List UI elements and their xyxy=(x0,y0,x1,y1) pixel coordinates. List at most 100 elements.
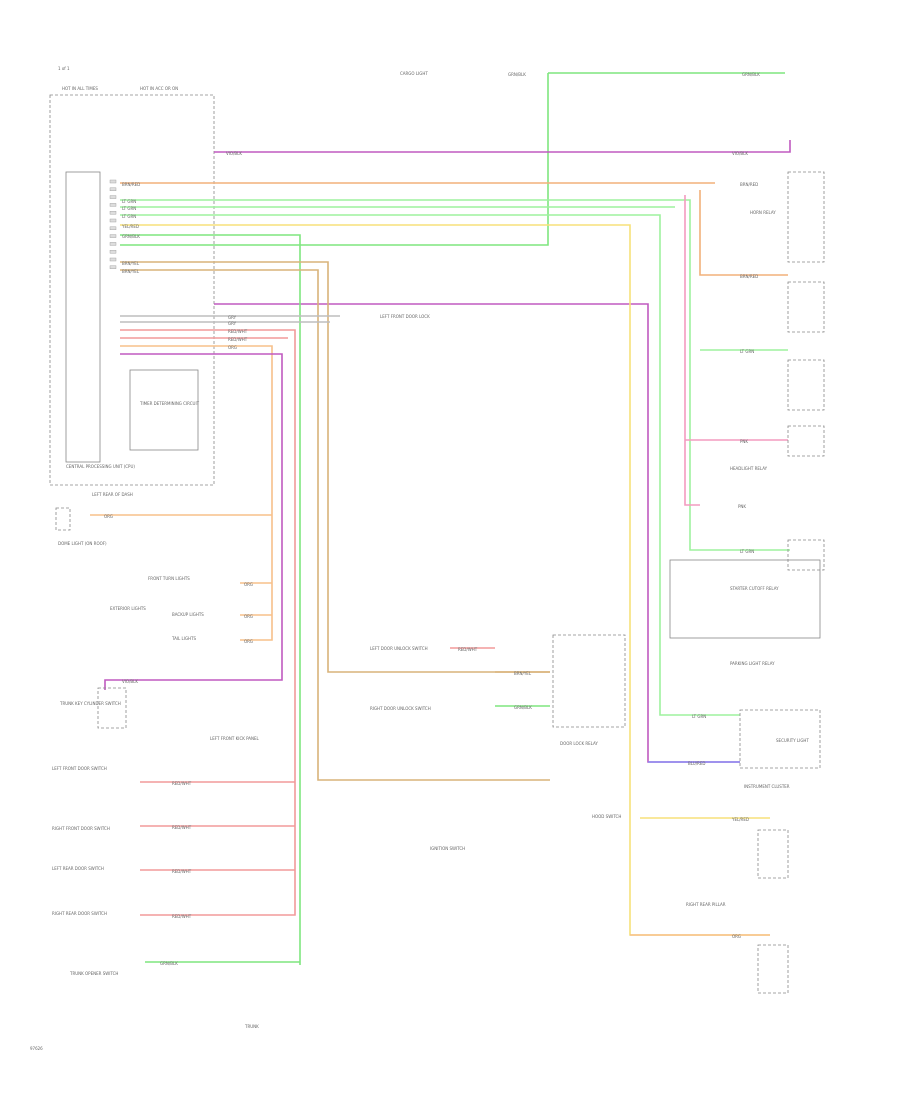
wire-w2-seg-3 xyxy=(214,303,740,763)
wire-label-11: BRN/YEL xyxy=(122,269,140,274)
ground-trunk-label: TRUNK xyxy=(244,1024,259,1029)
pin-mark xyxy=(109,265,117,269)
starter-cutoff-box xyxy=(669,559,821,639)
headlight-relay-label: HEADLIGHT RELAY xyxy=(730,466,768,471)
horn-relay-label: HORN RELAY xyxy=(750,210,776,215)
connector-pins xyxy=(109,179,117,269)
wire-w4-seg-7 xyxy=(120,214,740,716)
dome-light-box xyxy=(55,507,71,531)
wire-label-22: GRY xyxy=(228,321,237,326)
starter-cutoff-label: STARTER CUTOFF RELAY xyxy=(730,586,779,591)
wire-label-35: RED/WHT xyxy=(458,647,478,652)
wire-w6-seg-14 xyxy=(684,195,700,506)
wire-label-36: YEL/RED xyxy=(731,817,749,822)
parking-relay-label: PARKING LIGHT RELAY xyxy=(730,661,775,666)
timer-unit-box xyxy=(129,369,199,451)
wire-label-1: GRN/BLK xyxy=(742,72,760,77)
cpu-connector xyxy=(65,171,101,463)
wire-label-15: PNK xyxy=(740,439,748,444)
pin-mark xyxy=(109,187,117,192)
wire-label-26: ORG xyxy=(244,614,253,619)
wire-label-3: VIO/BLK xyxy=(732,151,748,156)
wire-label-10: BRN/YEL xyxy=(122,261,140,266)
wire-w10-seg-10 xyxy=(120,261,550,673)
wire-label-33: BRN/YEL xyxy=(514,671,532,676)
wire-w4-seg-5 xyxy=(120,199,790,551)
wire-label-20: ORG xyxy=(228,345,237,350)
pin-mark xyxy=(109,242,117,246)
security-light-label: SECURITY LIGHT xyxy=(776,738,809,743)
wire-label-12: BRN/RED xyxy=(740,182,758,187)
wire-label-24: ORG xyxy=(104,514,113,519)
cpu-top-label: HOT IN ALL TIMES xyxy=(62,86,98,91)
dome-light-label: DOME LIGHT (ON ROOF) xyxy=(58,541,107,546)
tail-label: TAIL LIGHTS xyxy=(171,636,197,641)
ignition-label: IGNITION SWITCH xyxy=(430,846,465,851)
wire-w1-seg-9 xyxy=(120,234,301,965)
pin-mark xyxy=(109,234,117,238)
wire-label-34: GRN/BLK xyxy=(514,705,532,710)
pin-mark xyxy=(109,195,117,199)
right-door-unlock-label: RIGHT DOOR UNLOCK SWITCH xyxy=(370,706,431,711)
wire-label-0: GRN/BLK xyxy=(508,72,526,77)
wire-label-27: ORG xyxy=(244,639,253,644)
rf-door-switch-label: RIGHT FRONT DOOR SWITCH xyxy=(52,826,110,831)
wire-w9-seg-18 xyxy=(120,345,273,641)
wire-label-7: LT GRN xyxy=(122,214,136,219)
trunk-key-label: TRUNK KEY CYLINDER SWITCH xyxy=(59,701,121,706)
wire-label-9: GRN/BLK xyxy=(122,234,140,239)
hood-switch-label: HOOD SWITCH xyxy=(592,814,621,819)
cargo-light-label: CARGO LIGHT xyxy=(400,71,428,76)
wire-w5-seg-8 xyxy=(120,224,770,936)
wire-w1-seg-1 xyxy=(120,73,549,246)
pin-mark xyxy=(109,257,117,262)
door-lock-relay-label: DOOR LOCK RELAY xyxy=(560,741,598,746)
timer-unit-label: TIMER DETERMINING CIRCUIT xyxy=(139,401,200,406)
wire-label-30: RED/WHT xyxy=(172,869,192,874)
instrument-cluster-label: INSTRUMENT CLUSTER xyxy=(744,784,790,789)
wire-label-28: RED/WHT xyxy=(172,781,192,786)
headlight-relay-box xyxy=(787,425,825,457)
exterior-lights-label: EXTERIOR LIGHTS xyxy=(110,606,146,611)
pin-mark xyxy=(109,179,117,184)
figure-code: 97626 xyxy=(30,1046,43,1051)
wire-label-31: RED/WHT xyxy=(172,914,192,919)
lr-door-switch-label: LEFT REAR DOOR SWITCH xyxy=(52,866,104,871)
lf-door-lock-label: LEFT FRONT DOOR LOCK xyxy=(380,314,430,319)
ground-lf-label: LEFT FRONT KICK PANEL xyxy=(210,736,260,741)
wire-label-19: RED/WHT xyxy=(228,337,248,342)
pin-mark xyxy=(109,218,117,223)
wire-label-39: LT GRN xyxy=(692,714,706,719)
wire-label-18: RED/WHT xyxy=(228,329,248,334)
wire-label-6: LT GRN xyxy=(122,206,136,211)
left-door-unlock-label: LEFT DOOR UNLOCK SWITCH xyxy=(370,646,428,651)
wire-label-38: ORG xyxy=(732,934,741,939)
pin-mark xyxy=(109,226,117,231)
trunk-key-switch xyxy=(97,687,127,729)
wire-label-8: YEL/RED xyxy=(121,224,139,229)
wire-layer: GRN/BLK GRN/BLK VIO/BLK VIO/BLK BRN/RED LT GR… xyxy=(90,72,791,966)
ground-rear-label: RIGHT REAR PILLAR xyxy=(686,902,726,907)
wire-label-4: BRN/RED xyxy=(122,182,140,187)
wire-w2-seg-2 xyxy=(214,140,791,153)
wire-label-32: GRN/BLK xyxy=(160,961,178,966)
rr-door-switch-label: RIGHT REAR DOOR SWITCH xyxy=(52,911,107,916)
wire-label-2: VIO/BLK xyxy=(226,151,242,156)
starter-relay-box xyxy=(787,539,825,571)
right-switch-1 xyxy=(757,829,789,879)
horn-relay-box xyxy=(787,171,825,263)
wire-label-16: LT GRN xyxy=(740,549,754,554)
dome-relay-box xyxy=(787,281,825,333)
cpu-box xyxy=(49,94,215,486)
wire-label-23: VIO/BLK xyxy=(122,679,138,684)
page-header: 1 of 1 xyxy=(58,66,70,71)
wire-label-14: LT GRN xyxy=(740,349,754,354)
backup-label: BACKUP LIGHTS xyxy=(172,612,204,617)
wire-label-13: BRN/RED xyxy=(740,274,758,279)
trunk-open-label: TRUNK OPENER SWITCH xyxy=(69,971,118,976)
cpu-hot-label: HOT IN ACC OR ON xyxy=(140,86,178,91)
wire-w3-seg-12 xyxy=(699,190,788,276)
pin-mark xyxy=(109,210,117,215)
wire-w7-seg-16 xyxy=(120,329,296,916)
